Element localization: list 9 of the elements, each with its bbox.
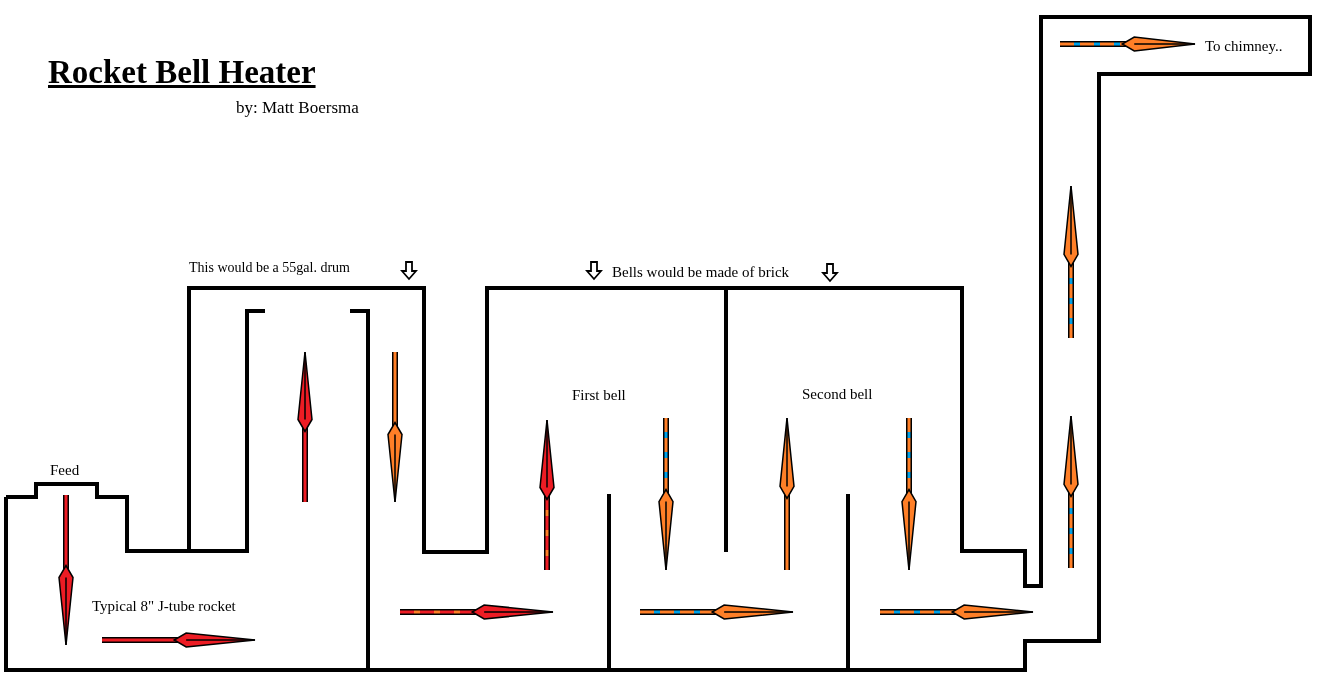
annotation-text: Bells would be made of brick (612, 263, 790, 281)
annotation-text: To chimney.. (1205, 37, 1283, 55)
annotation-text: First bell (572, 386, 626, 404)
annotation-text: Typical 8" J-tube rocket (92, 597, 236, 615)
annotation-text: This would be a 55gal. drum (189, 260, 350, 277)
author-credit: by: Matt Boersma (236, 98, 359, 119)
annotation-text: Feed (50, 461, 80, 479)
diagram-title: Rocket Bell Heater (48, 54, 316, 91)
annotation-text: Second bell (802, 385, 873, 403)
